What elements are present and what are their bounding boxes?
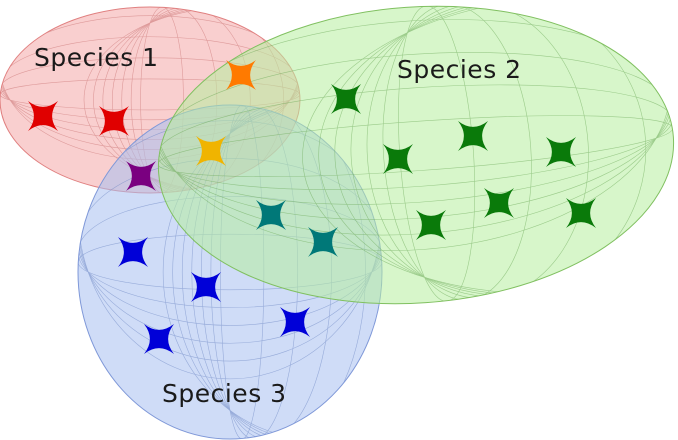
species-marker xyxy=(144,324,174,354)
species-marker xyxy=(191,272,221,302)
species-marker xyxy=(458,121,488,151)
grid-meridian xyxy=(172,105,382,439)
species-marker xyxy=(28,101,58,131)
species-marker xyxy=(416,210,446,240)
species-marker xyxy=(383,144,413,174)
grid-parallel xyxy=(0,57,300,121)
grid-meridian xyxy=(140,7,184,193)
grid-parallel xyxy=(0,78,300,111)
species-3-label: Species 3 xyxy=(162,379,287,408)
grid-meridian xyxy=(162,105,382,439)
grid-meridian xyxy=(83,7,300,193)
species-marker xyxy=(196,136,226,166)
species-marker xyxy=(118,237,148,267)
species-marker xyxy=(566,198,596,228)
species-marker xyxy=(126,161,156,191)
species-2-label: Species 2 xyxy=(397,55,522,84)
species-marker xyxy=(256,200,286,230)
species-marker xyxy=(280,307,310,337)
species-marker xyxy=(308,227,338,257)
grid-parallel xyxy=(78,105,382,380)
marker-layer xyxy=(28,60,596,354)
species-marker xyxy=(546,137,576,167)
grid-meridian xyxy=(181,105,382,439)
species-marker xyxy=(226,60,256,90)
grid-meridian xyxy=(102,7,300,193)
grid-meridian xyxy=(93,7,300,193)
grid-parallel xyxy=(78,105,382,362)
species-marker xyxy=(331,84,361,114)
species-marker xyxy=(99,106,129,136)
species-marker xyxy=(484,188,514,218)
species-1-label: Species 1 xyxy=(34,43,159,72)
